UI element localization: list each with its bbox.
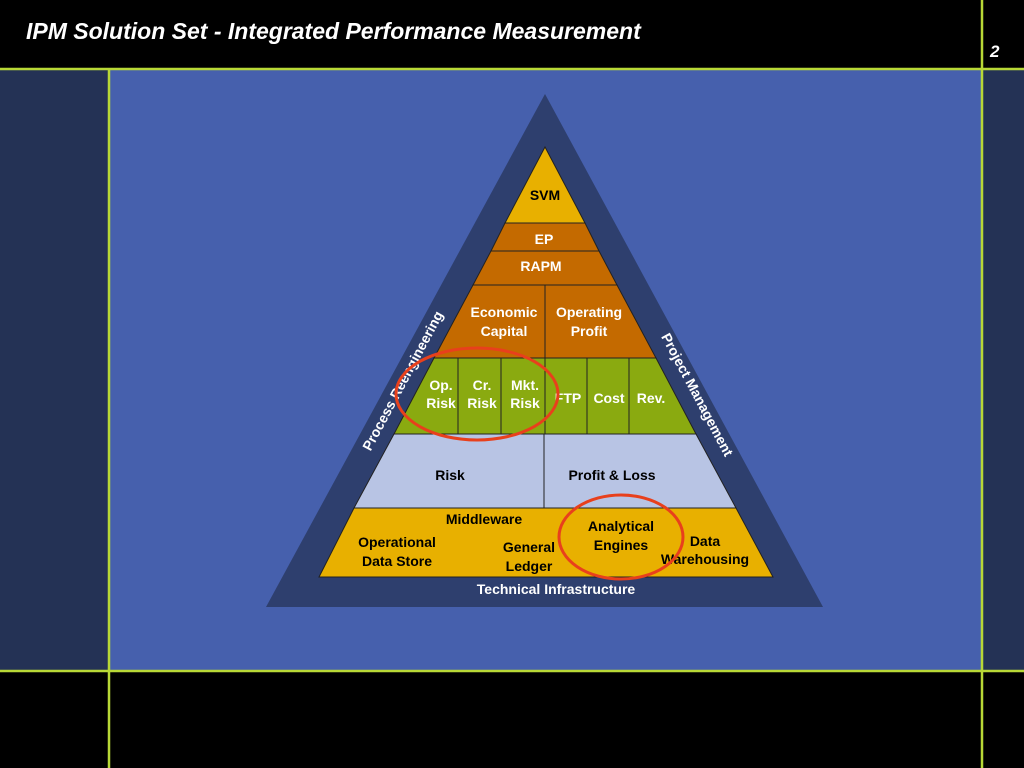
data-warehousing-label-1: Data: [690, 533, 721, 549]
cost-label: Cost: [593, 390, 624, 406]
op-risk-label-2: Risk: [426, 395, 456, 411]
rev-label: Rev.: [637, 390, 666, 406]
data-warehousing-label-2: Warehousing: [661, 551, 749, 567]
economic-capital-label-1: Economic: [471, 304, 538, 320]
cr-risk-label-1: Cr.: [473, 377, 492, 393]
technical-infrastructure-label: Technical Infrastructure: [477, 581, 636, 597]
risk-label: Risk: [435, 467, 465, 483]
svm-label: SVM: [530, 187, 560, 203]
middleware-label: Middleware: [446, 511, 522, 527]
operating-profit-label-2: Profit: [571, 323, 608, 339]
rapm-label: RAPM: [520, 258, 561, 274]
general-ledger-label-1: General: [503, 539, 555, 555]
operational-data-store-label-2: Data Store: [362, 553, 432, 569]
op-risk-label-1: Op.: [429, 377, 452, 393]
ep-label: EP: [535, 231, 554, 247]
pyramid-layer-infrastructure: [318, 507, 774, 578]
pyramid-layer-risk-pl: [353, 433, 737, 509]
general-ledger-label-2: Ledger: [506, 558, 553, 574]
economic-capital-label-2: Capital: [481, 323, 528, 339]
mkt-risk-label-1: Mkt.: [511, 377, 539, 393]
analytical-engines-label-1: Analytical: [588, 518, 654, 534]
cr-risk-label-2: Risk: [467, 395, 497, 411]
mkt-risk-label-2: Risk: [510, 395, 540, 411]
ftp-label: FTP: [555, 390, 581, 406]
analytical-engines-label-2: Engines: [594, 537, 649, 553]
operational-data-store-label-1: Operational: [358, 534, 436, 550]
highlight-circle-risk-engines: [394, 346, 560, 442]
slide-number: 2: [990, 42, 1000, 61]
profit-loss-label: Profit & Loss: [568, 467, 655, 483]
slide-title: IPM Solution Set - Integrated Performanc…: [26, 18, 641, 44]
operating-profit-label-1: Operating: [556, 304, 622, 320]
highlight-circle-analytical-engines: [557, 493, 685, 581]
